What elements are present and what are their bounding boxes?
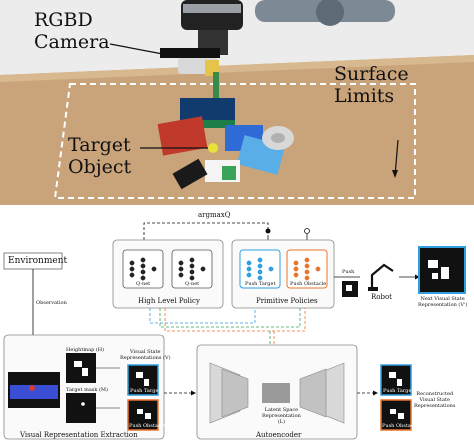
high-level-policy-label: High Level Policy bbox=[138, 297, 200, 305]
robot-photo-illustration bbox=[0, 0, 474, 205]
environment-label: Environment bbox=[8, 256, 68, 266]
vs-push-target-label: Push Target bbox=[130, 388, 161, 394]
autoencoder-label: Autoencoder bbox=[256, 431, 302, 439]
target-mask-label: Target mask (M) bbox=[66, 387, 109, 393]
rec-push-target-label: Push Target bbox=[383, 388, 414, 394]
qnet-1-label: Q-net bbox=[136, 281, 151, 287]
observation-label: Observation bbox=[36, 300, 67, 306]
push-obstacle-label: Push Obstacle bbox=[290, 281, 327, 287]
reconstructed-label: Reconstructed Visual State Representatio… bbox=[414, 391, 456, 409]
visual-extraction-label: Visual Representation Extraction bbox=[20, 431, 138, 439]
next-state-label: Next Visual State Representation (V') bbox=[418, 296, 468, 308]
push-target-label: Push Target bbox=[245, 281, 276, 287]
latent-label: Latent Space Representation (L) bbox=[262, 407, 301, 425]
surface-limits-label: Surface Limits bbox=[334, 63, 409, 107]
robot-photo: RGBD Camera Surface Limits Target Object bbox=[0, 0, 474, 205]
pipeline-diagram: argmaxQ Environment Observation Q-net Q-… bbox=[0, 205, 474, 447]
visual-state-label: Visual State Representations (V) bbox=[120, 349, 171, 361]
qnet-2-label: Q-net bbox=[185, 281, 200, 287]
target-object-label: Target Object bbox=[68, 134, 132, 178]
vs-push-obstacle-label: Push Obstacle bbox=[129, 423, 166, 429]
camera-label: RGBD Camera bbox=[34, 9, 110, 53]
rec-push-obstacle-label: Push Obstacle bbox=[382, 423, 419, 429]
push-label: Push bbox=[342, 269, 355, 275]
primitive-policies-label: Primitive Policies bbox=[256, 297, 318, 305]
pipeline-diagram-lines bbox=[3, 222, 466, 440]
argmax-label: argmaxQ bbox=[198, 211, 231, 219]
robot-label: Robot bbox=[371, 293, 392, 301]
heightmap-label: Heightmap (H) bbox=[66, 347, 105, 353]
